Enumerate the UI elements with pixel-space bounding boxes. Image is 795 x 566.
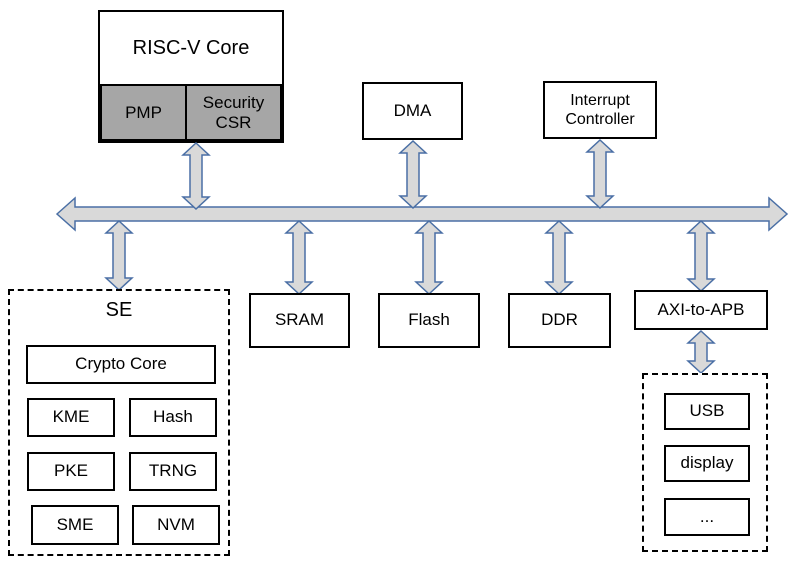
crypto-core-block: Crypto Core [26, 345, 216, 384]
se-label: SE [105, 299, 133, 321]
riscv-core-subblocks: PMP Security CSR [100, 84, 282, 141]
axi-to-apb-block: AXI-to-APB [634, 290, 768, 330]
apb-peripherals-group: USB display ... [642, 373, 768, 552]
flash-bus-arrow [414, 219, 444, 296]
sram-bus-arrow [284, 219, 314, 296]
kme-block: KME [27, 398, 115, 437]
flash-block: Flash [378, 293, 480, 348]
ddr-bus-arrow [544, 219, 574, 296]
axi-bus-arrow [686, 219, 716, 293]
interrupt-controller-bus-arrow [585, 138, 615, 210]
pke-block: PKE [27, 452, 115, 491]
se-bus-arrow [104, 219, 134, 292]
ellipsis-block: ... [664, 498, 750, 536]
pmp-block: PMP [100, 84, 186, 141]
hash-block: Hash [129, 398, 217, 437]
dma-bus-arrow [398, 139, 428, 210]
riscv-core-label: RISC-V Core [132, 36, 250, 59]
sram-block: SRAM [249, 293, 350, 348]
sme-block: SME [31, 505, 119, 545]
system-bus-arrow [55, 196, 789, 232]
nvm-block: NVM [132, 505, 220, 545]
se-group: SE Crypto Core KME Hash PKE TRNG SME NVM [8, 289, 230, 556]
security-csr-block: Security CSR [186, 84, 282, 141]
usb-block: USB [664, 393, 750, 430]
dma-block: DMA [362, 82, 463, 140]
ddr-block: DDR [508, 293, 611, 348]
axi-apb-peripherals-arrow [686, 329, 716, 375]
riscv-bus-arrow [181, 141, 211, 211]
riscv-core-block: RISC-V Core PMP Security CSR [98, 10, 284, 143]
interrupt-controller-block: Interrupt Controller [543, 81, 657, 139]
display-block: display [664, 445, 750, 482]
trng-block: TRNG [129, 452, 217, 491]
